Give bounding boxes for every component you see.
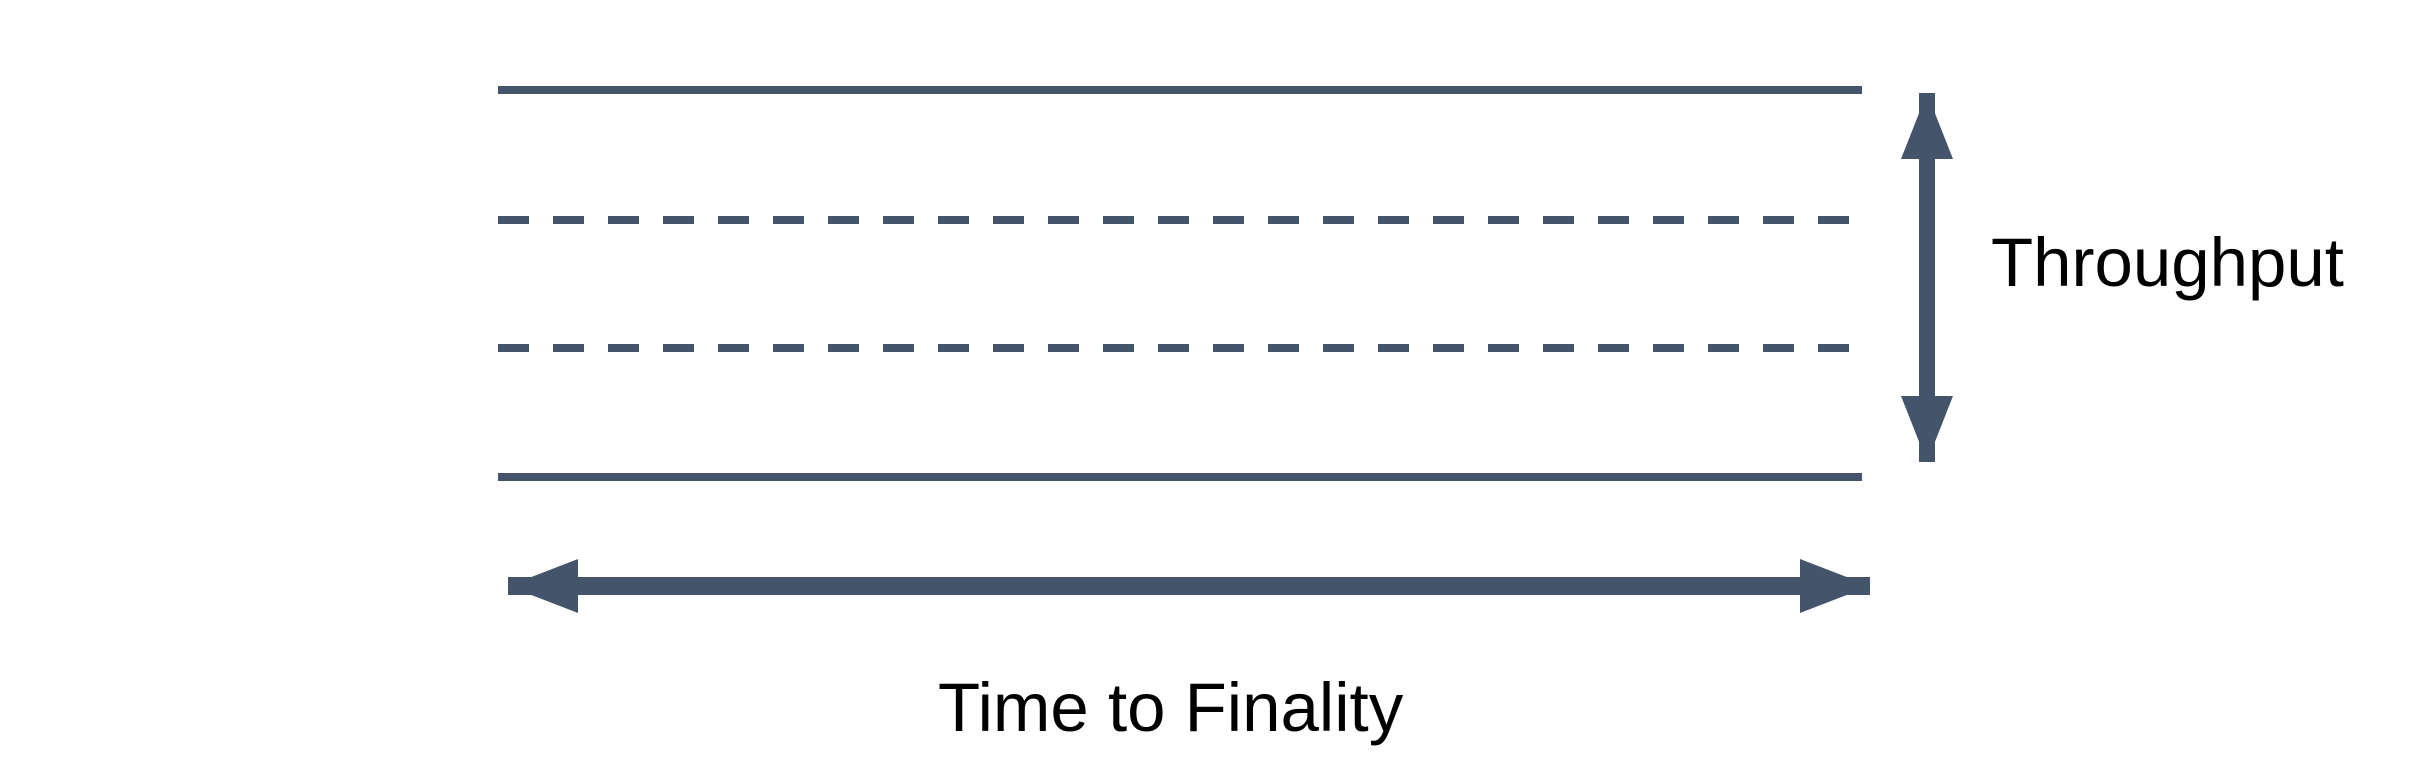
double-arrow-horizontal-icon bbox=[508, 559, 1870, 613]
throughput-axis-label: Throughput bbox=[1991, 224, 2344, 301]
double-arrow-vertical-icon bbox=[1901, 93, 1953, 462]
time-to-finality-axis-label: Time to Finality bbox=[938, 669, 1404, 746]
